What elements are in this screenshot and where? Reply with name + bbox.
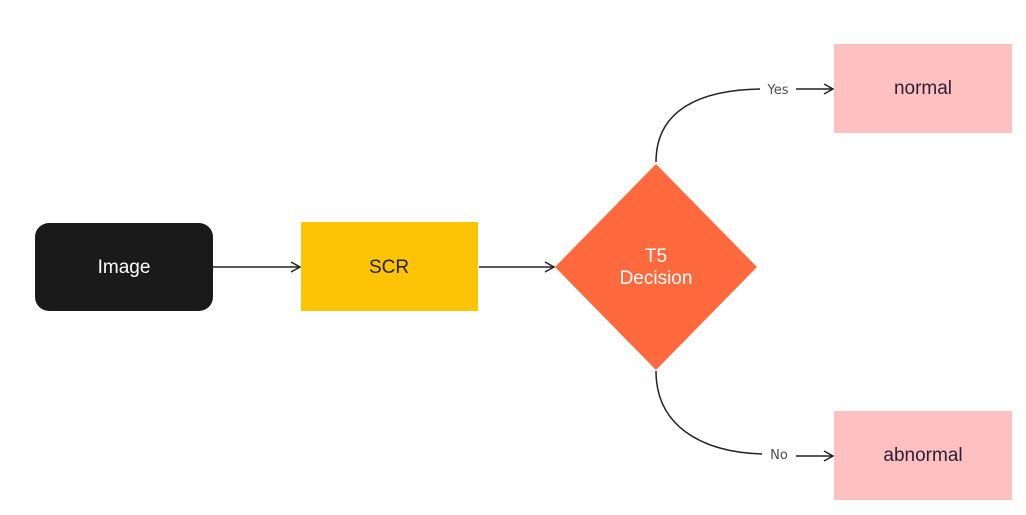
node-image[interactable]: Image	[35, 223, 213, 311]
node-abnormal[interactable]: abnormal	[834, 411, 1012, 500]
node-decision-label-line1: T5	[645, 246, 667, 267]
node-abnormal-shape	[834, 411, 1012, 500]
no-label: No	[770, 448, 788, 463]
node-scr[interactable]: SCR	[301, 222, 478, 311]
node-decision-shape	[555, 164, 757, 370]
node-scr-shape	[301, 222, 478, 311]
edge-decision-to-normal	[655, 88, 761, 163]
node-decision-label-line2: Decision	[620, 268, 693, 289]
node-decision[interactable]: T5 Decision	[555, 164, 757, 370]
node-image-label: Image	[98, 257, 151, 278]
edge-decision-to-abnormal	[655, 370, 763, 455]
node-normal-label: normal	[894, 78, 952, 99]
node-abnormal-label: abnormal	[883, 445, 962, 466]
yes-label: Yes	[767, 83, 789, 98]
node-image-shape	[35, 223, 213, 311]
node-scr-label: SCR	[369, 257, 409, 278]
node-normal[interactable]: normal	[834, 44, 1012, 133]
node-normal-shape	[834, 44, 1012, 133]
